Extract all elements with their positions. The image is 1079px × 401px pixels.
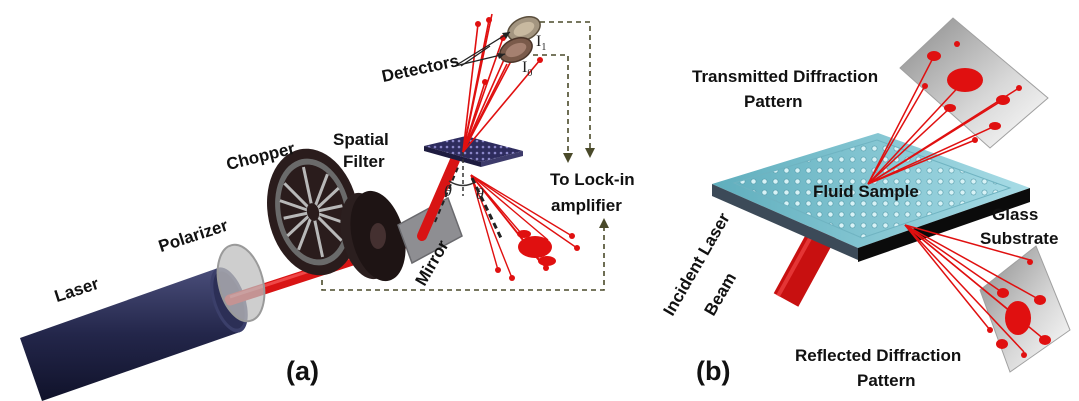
fluid-sample-well [732, 139, 1012, 239]
transmitted-spots-a [475, 17, 543, 85]
polarizer-plate [216, 243, 266, 323]
lockin-label-1: To Lock-in [550, 170, 635, 189]
signal-lines [321, 21, 605, 291]
i0-label: I0 [522, 59, 533, 80]
fluid-sample-label: Fluid Sample [813, 182, 919, 201]
reflected-spots-b [987, 259, 1051, 358]
panel-a-caption: (a) [286, 356, 319, 386]
theta-right-label: θ [476, 186, 484, 203]
chopper-wheel [267, 148, 359, 276]
detector-i1 [507, 15, 541, 43]
glass-label-1: Glass [992, 205, 1039, 224]
transmitted-spots-b [922, 41, 1022, 143]
reflected-dash [470, 177, 503, 239]
transmitted-label-1: Transmitted Diffraction [692, 67, 879, 86]
beam-to-sample [417, 155, 460, 241]
detector-pointers [454, 31, 511, 67]
sample-grid [424, 136, 523, 167]
panel-b [712, 17, 1071, 373]
transmitted-label-2: Pattern [744, 92, 803, 111]
spatial-filter-label-2: Filter [343, 152, 385, 171]
detector-i0 [499, 36, 533, 64]
glass-label-2: Substrate [980, 229, 1059, 248]
reflected-rays-a [470, 174, 578, 279]
panel-a [20, 13, 609, 401]
signal-arrowheads [563, 148, 609, 228]
spatial-filter-label-1: Spatial [333, 130, 389, 149]
i1-label: I1 [536, 33, 547, 54]
theta-left-label: θ [444, 183, 452, 200]
spatial-filter [340, 190, 406, 282]
detector-arrowheads [497, 32, 510, 59]
incident-dash [434, 164, 460, 223]
reflected-spots-a [495, 230, 580, 281]
panel-b-caption: (b) [696, 356, 731, 386]
transmitted-rays-b [867, 55, 1020, 185]
reflected-label-2: Pattern [857, 371, 916, 390]
lockin-label-2: amplifier [551, 196, 622, 215]
reflected-label-1: Reflected Diffraction [795, 346, 962, 365]
